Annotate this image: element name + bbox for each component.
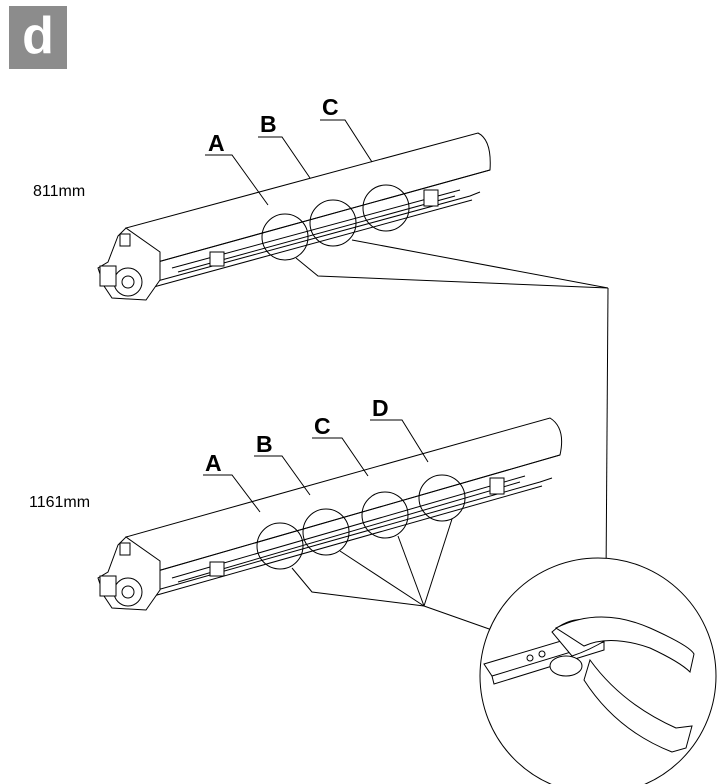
rail-assembly-811: A B C bbox=[97, 94, 491, 301]
detail-circle-C-bottom bbox=[361, 491, 409, 539]
step-badge: d bbox=[9, 6, 67, 69]
point-label-A-top: A bbox=[208, 130, 225, 156]
length-label-1161: 1161mm bbox=[29, 494, 91, 511]
detail-circle-A-top bbox=[261, 213, 309, 261]
point-label-A-bottom: A bbox=[205, 450, 222, 476]
point-label-D-bottom: D bbox=[372, 395, 389, 421]
point-label-C-bottom: C bbox=[314, 413, 331, 439]
detail-circle-C-top bbox=[362, 184, 410, 232]
clip-pliers-detail bbox=[479, 557, 717, 784]
detail-circle-A-bottom bbox=[256, 522, 304, 570]
detail-circle-B-top bbox=[309, 199, 357, 247]
detail-circle-B-bottom bbox=[302, 508, 350, 556]
point-label-C-top: C bbox=[322, 94, 339, 120]
rail-assembly-1161: A B C D bbox=[97, 395, 563, 611]
length-label-811: 811mm bbox=[33, 183, 86, 200]
point-label-B-bottom: B bbox=[256, 431, 273, 457]
detail-circle-D-bottom bbox=[418, 474, 466, 522]
point-label-B-top: B bbox=[260, 111, 277, 137]
callout-lines bbox=[291, 239, 609, 631]
